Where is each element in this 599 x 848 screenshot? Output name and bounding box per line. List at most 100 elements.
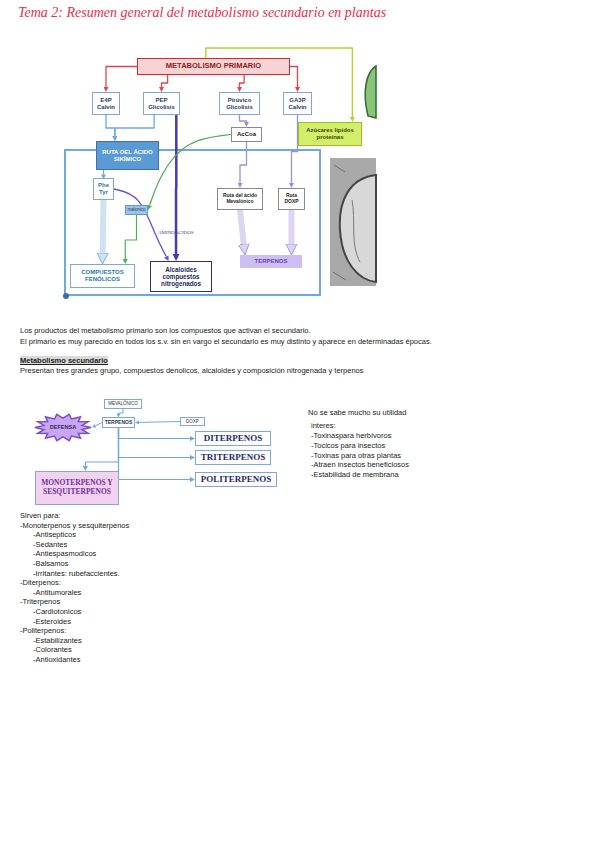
- node-text: Ruta DOXP: [279, 193, 304, 205]
- pathway-box: DOXP: [180, 417, 205, 426]
- node-text: Glicolisis: [148, 104, 175, 111]
- list-item: -Balsamos: [33, 559, 68, 568]
- cell-wall: [340, 175, 376, 282]
- list-item: -Antitumorales: [33, 588, 81, 597]
- node-text: Calvin: [288, 104, 306, 111]
- node-text: TERPENOS: [105, 420, 133, 426]
- connector-arrow: [240, 210, 244, 244]
- flow-label: AMINOÁCIDOS: [158, 230, 194, 236]
- connector-arrow: [103, 170, 104, 174]
- compound-pill: malonico: [125, 205, 148, 215]
- product-box: Azúcares lípidos proteínas: [298, 122, 362, 146]
- list-item: -Tocicos para insectos: [311, 441, 385, 450]
- product-box: TERPENOS: [240, 255, 302, 268]
- precursor-box: PEPGlicolisis: [143, 92, 180, 115]
- connector-arrow: [100, 200, 107, 253]
- list-item: -Estabilidad de membrana: [311, 470, 399, 479]
- micrograph-background: [330, 158, 376, 286]
- section-heading: Metabolismo secundario: [20, 356, 108, 365]
- list-item: -Toxinaspara herbívoros: [311, 431, 391, 440]
- node-text: TRITERPENOS: [201, 452, 266, 462]
- precursor-box: E4PCalvin: [92, 92, 120, 115]
- connector-arrow: [119, 409, 124, 413]
- node-text: TERPENOS: [254, 258, 287, 265]
- logo-mark: [63, 293, 69, 299]
- list-item: -Antioxidantes: [33, 655, 81, 664]
- list-item: -Toxinas para otras plantas: [311, 451, 401, 460]
- list-item: -Cardiotonicos: [33, 607, 81, 616]
- node-text: Ruta del ácido Mevalónico: [218, 193, 262, 205]
- body-text: Presentan tres grandes grupo, compuestos…: [20, 366, 364, 375]
- connector-arrow: [240, 142, 247, 183]
- list-item: -Antiespasmodicos: [33, 549, 96, 558]
- precursor-box: PirúvicoGlicolisis: [219, 92, 260, 115]
- page-title: Tema 2: Resumen general del metabolismo …: [18, 5, 386, 22]
- node-text: AcCoa: [237, 131, 256, 138]
- node-text: COMPUESTOS FENÓLICOS: [71, 269, 134, 283]
- list-item: -Estabilizantes: [33, 636, 82, 645]
- plant-cell-fragment: [365, 66, 376, 118]
- connector-arrow: [292, 115, 298, 183]
- precursor-box: GA3PCalvin: [283, 92, 312, 115]
- connector-arrow: [115, 115, 154, 136]
- node-text: RUTA DEL ÁCIDO SIKÍMICO: [97, 149, 158, 163]
- node-text: Pirúvico: [228, 97, 252, 104]
- connector-arrow: [240, 75, 245, 87]
- starburst-shape: DEFENSA: [34, 413, 92, 442]
- note-text: No se sabe mucho su utilidad: [308, 408, 406, 417]
- list-item: -Atraen insectos beneficiosos: [311, 460, 409, 469]
- node-text: GA3P: [289, 97, 305, 104]
- class-box: POLITERPENOS: [195, 472, 277, 487]
- class-box: TERPENOS: [102, 417, 135, 428]
- connector-arrow: [119, 428, 191, 458]
- pathway-box: RUTA DEL ÁCIDO SIKÍMICO: [96, 141, 159, 170]
- node-text: malonico: [127, 207, 145, 212]
- pathway-box: Ruta DOXP: [278, 188, 305, 210]
- pathway-box: Ruta del ácido Mevalónico: [217, 188, 263, 210]
- class-box: MONOTERPENOS Y SESQUITERPENOS: [35, 471, 119, 505]
- node-text: DOXP: [186, 419, 199, 424]
- list-item: -Triterpenos: [20, 597, 60, 606]
- primary-box: METABOLISMO PRIMARIO: [137, 58, 290, 75]
- node-text: Phe Tyr: [94, 182, 113, 196]
- node-text: MEVALÓNICO: [108, 401, 138, 406]
- node-text: E4P: [100, 97, 111, 104]
- list-item: -Colorantes: [33, 645, 72, 654]
- compound-box: AcCoa: [231, 127, 262, 142]
- connector-arrow: [240, 115, 247, 122]
- node-text: PEP: [155, 97, 167, 104]
- class-box: DITERPENOS: [195, 431, 271, 446]
- node-text: Azúcares lípidos proteínas: [299, 127, 361, 141]
- product-box: COMPUESTOS FENÓLICOS: [70, 264, 135, 288]
- micrograph: [330, 158, 376, 286]
- connector-arrow: [290, 67, 298, 88]
- node-text: POLITERPENOS: [201, 474, 272, 484]
- list-item: -Sedantes: [33, 540, 67, 549]
- list-item: -Politerpenos:: [20, 626, 66, 635]
- node-text: MONOTERPENOS Y SESQUITERPENOS: [36, 479, 118, 496]
- starburst-fill: [35, 414, 91, 440]
- node-text: DEFENSA: [50, 424, 76, 430]
- list-item: -Esteroides: [33, 617, 71, 626]
- node-text: DITERPENOS: [204, 433, 263, 443]
- list-heading: Sirven para:: [20, 511, 60, 520]
- list-item: -Irritantes: rubefaccientes.: [33, 569, 120, 578]
- connector-arrow: [119, 428, 191, 480]
- compound-box: Phe Tyr: [93, 178, 114, 200]
- list-item: -Antisepticos: [33, 530, 76, 539]
- note-text: interes:: [311, 421, 336, 430]
- node-text: METABOLISMO PRIMARIO: [166, 62, 261, 71]
- node-text: Glicolisis: [226, 104, 253, 111]
- product-box: Alcaloides compuestos nitrogenados: [150, 261, 212, 292]
- connector-arrow: [162, 75, 168, 87]
- cell-detail: [352, 200, 360, 262]
- body-text: Los productos del metabolismo primario s…: [20, 326, 311, 335]
- connector-arrow: [119, 428, 191, 439]
- pathway-box: MEVALÓNICO: [104, 399, 142, 409]
- connector-arrow: [106, 115, 115, 136]
- cell-detail: [333, 165, 346, 280]
- connector-arrow: [114, 189, 166, 257]
- connector-arrow: [106, 67, 137, 88]
- list-item: -Monoterpenos y sesquiterpenos: [20, 521, 129, 530]
- connector-arrow: [139, 421, 180, 423]
